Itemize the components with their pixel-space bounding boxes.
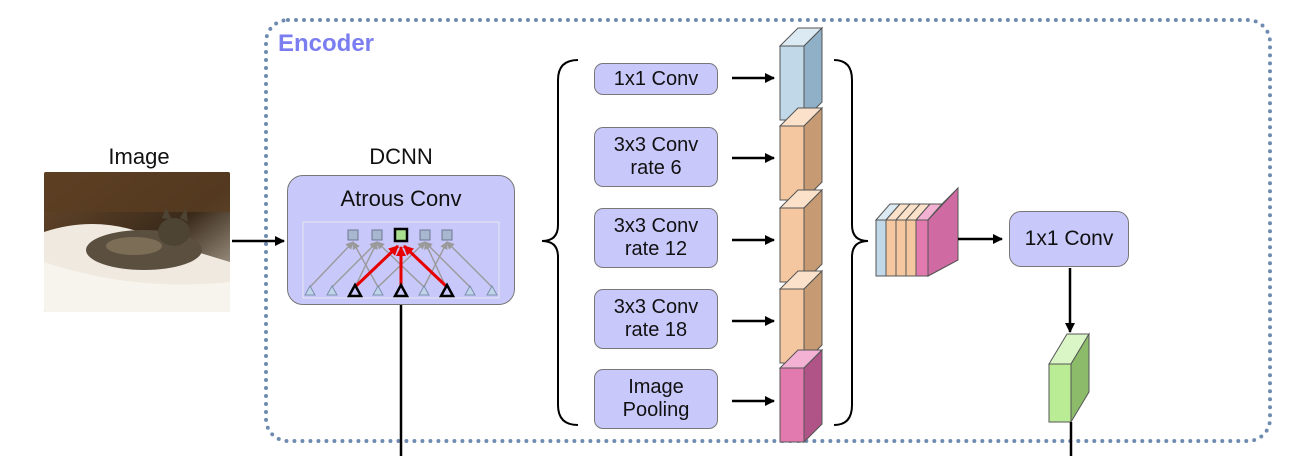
atrous-input-nodes bbox=[304, 282, 498, 298]
atrous-gray-arrows bbox=[309, 241, 493, 288]
aspp-left-brace bbox=[541, 59, 579, 426]
feature-map-5 bbox=[778, 348, 824, 444]
atrous-red-arrows bbox=[353, 244, 449, 289]
feature-map-3 bbox=[778, 188, 824, 284]
branch-image-pooling: Image Pooling bbox=[594, 369, 718, 429]
dcnn-caption: DCNN bbox=[369, 144, 433, 169]
atrous-conv-label: Atrous Conv bbox=[340, 186, 462, 211]
atrous-illustration-frame bbox=[302, 221, 500, 299]
branch-3x3-rate18: 3x3 Conv rate 18 bbox=[594, 289, 718, 349]
image-caption: Image bbox=[108, 144, 170, 169]
atrous-output-nodes bbox=[347, 227, 453, 243]
feature-map-1 bbox=[778, 26, 824, 122]
aspp-right-brace bbox=[833, 59, 869, 426]
encoder-frame bbox=[264, 18, 1272, 443]
feature-map-2 bbox=[778, 106, 824, 202]
branch-1x1-conv: 1x1 Conv bbox=[594, 63, 718, 95]
projection-1x1-conv: 1x1 Conv bbox=[1009, 211, 1129, 267]
branch-3x3-rate6: 3x3 Conv rate 6 bbox=[594, 127, 718, 187]
input-photo bbox=[44, 172, 230, 312]
feature-map-4 bbox=[778, 269, 824, 365]
output-feature-map bbox=[1048, 332, 1090, 424]
encoder-label: Encoder bbox=[278, 30, 375, 57]
concat-feature-stack bbox=[874, 186, 959, 277]
branch-3x3-rate12: 3x3 Conv rate 12 bbox=[594, 208, 718, 268]
